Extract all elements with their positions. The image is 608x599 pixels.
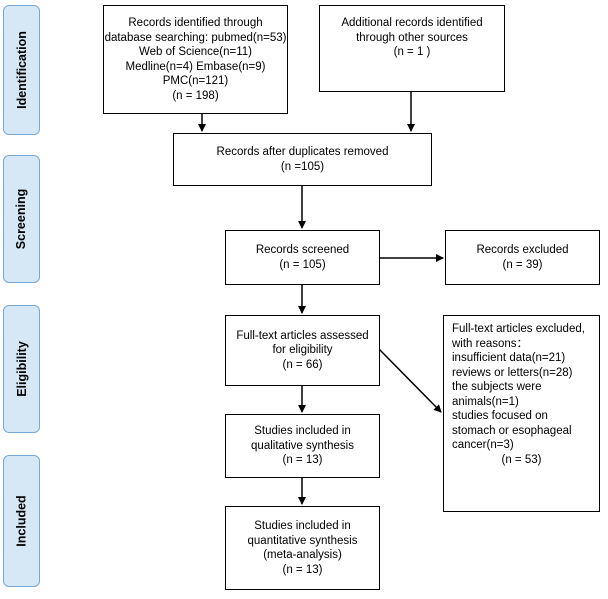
arrow-fulltext-to-excluded	[378, 348, 442, 413]
stage-identification: Identification	[3, 5, 40, 135]
box-qualitative-synthesis: Studies included in qualitative synthesi…	[225, 414, 380, 478]
box-other-sources: Additional records identified through ot…	[319, 5, 505, 92]
box-fulltext-excluded: Full-text articles excluded, with reason…	[443, 315, 600, 512]
box-after-duplicates: Records after duplicates removed (n =105…	[173, 133, 432, 186]
box-quantitative-synthesis: Studies included in quantitative synthes…	[225, 506, 380, 590]
stage-screening: Screening	[3, 155, 40, 283]
box-fulltext-assessed: Full-text articles assessed for eligibil…	[225, 315, 380, 386]
box-database-search: Records identified through database sear…	[103, 5, 288, 114]
box-records-excluded: Records excluded (n = 39)	[445, 230, 600, 285]
box-records-screened: Records screened (n = 105)	[225, 230, 380, 285]
stage-eligibility: Eligibility	[3, 305, 40, 433]
stage-included: Included	[3, 455, 40, 587]
